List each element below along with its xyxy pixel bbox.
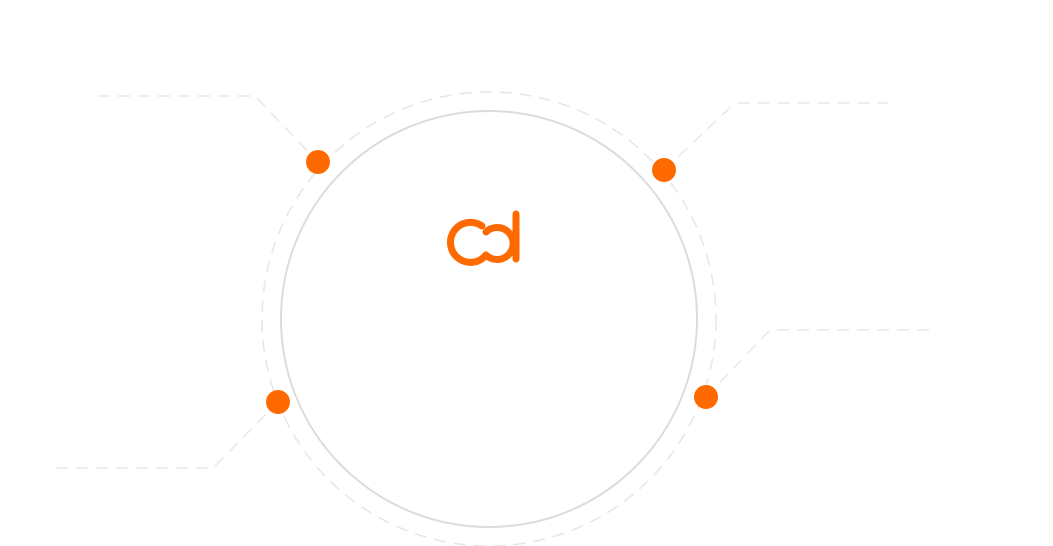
node-dot-top-left[interactable] [306,150,330,174]
node-dot-top-right[interactable] [652,158,676,182]
connector-top-right [663,102,888,171]
outer-dashed-ring [261,91,717,546]
node-dot-bottom-left[interactable] [266,390,290,414]
connector-top-left [98,95,319,163]
node-dot-bottom-right[interactable] [694,385,718,409]
inner-circle [280,110,698,528]
cd-logo-icon [447,210,520,266]
connector-bottom-left [56,401,279,469]
connector-bottom-right [705,329,930,398]
